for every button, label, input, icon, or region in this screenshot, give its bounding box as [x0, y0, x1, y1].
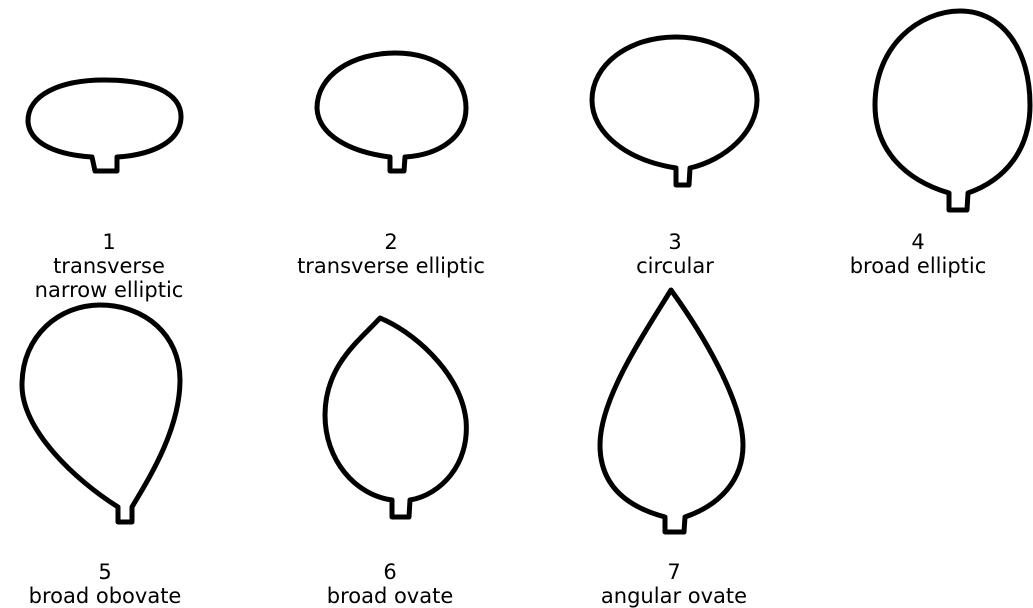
- shape-number: 7: [559, 560, 789, 584]
- shape-number: 5: [0, 560, 220, 584]
- shape-name: transverse elliptic: [276, 254, 506, 278]
- shape-name: transverse narrow elliptic: [14, 254, 204, 302]
- shape-name: angular ovate: [559, 584, 789, 608]
- shape-name: circular: [560, 254, 790, 278]
- caption-shape-7: 7 angular ovate: [559, 560, 789, 608]
- shape-number: 6: [275, 560, 505, 584]
- shape-number: 3: [560, 230, 790, 254]
- shape-number: 4: [803, 230, 1033, 254]
- caption-shape-1: 1 transverse narrow elliptic: [0, 230, 224, 302]
- caption-shape-2: 2 transverse elliptic: [276, 230, 506, 278]
- shape-name: broad elliptic: [803, 254, 1033, 278]
- caption-shape-5: 5 broad obovate: [0, 560, 220, 608]
- shape-name: broad ovate: [275, 584, 505, 608]
- shape-number: 2: [276, 230, 506, 254]
- shape-number: 1: [0, 230, 224, 254]
- shape-name: broad obovate: [0, 584, 220, 608]
- caption-shape-6: 6 broad ovate: [275, 560, 505, 608]
- caption-shape-4: 4 broad elliptic: [803, 230, 1033, 278]
- caption-shape-3: 3 circular: [560, 230, 790, 278]
